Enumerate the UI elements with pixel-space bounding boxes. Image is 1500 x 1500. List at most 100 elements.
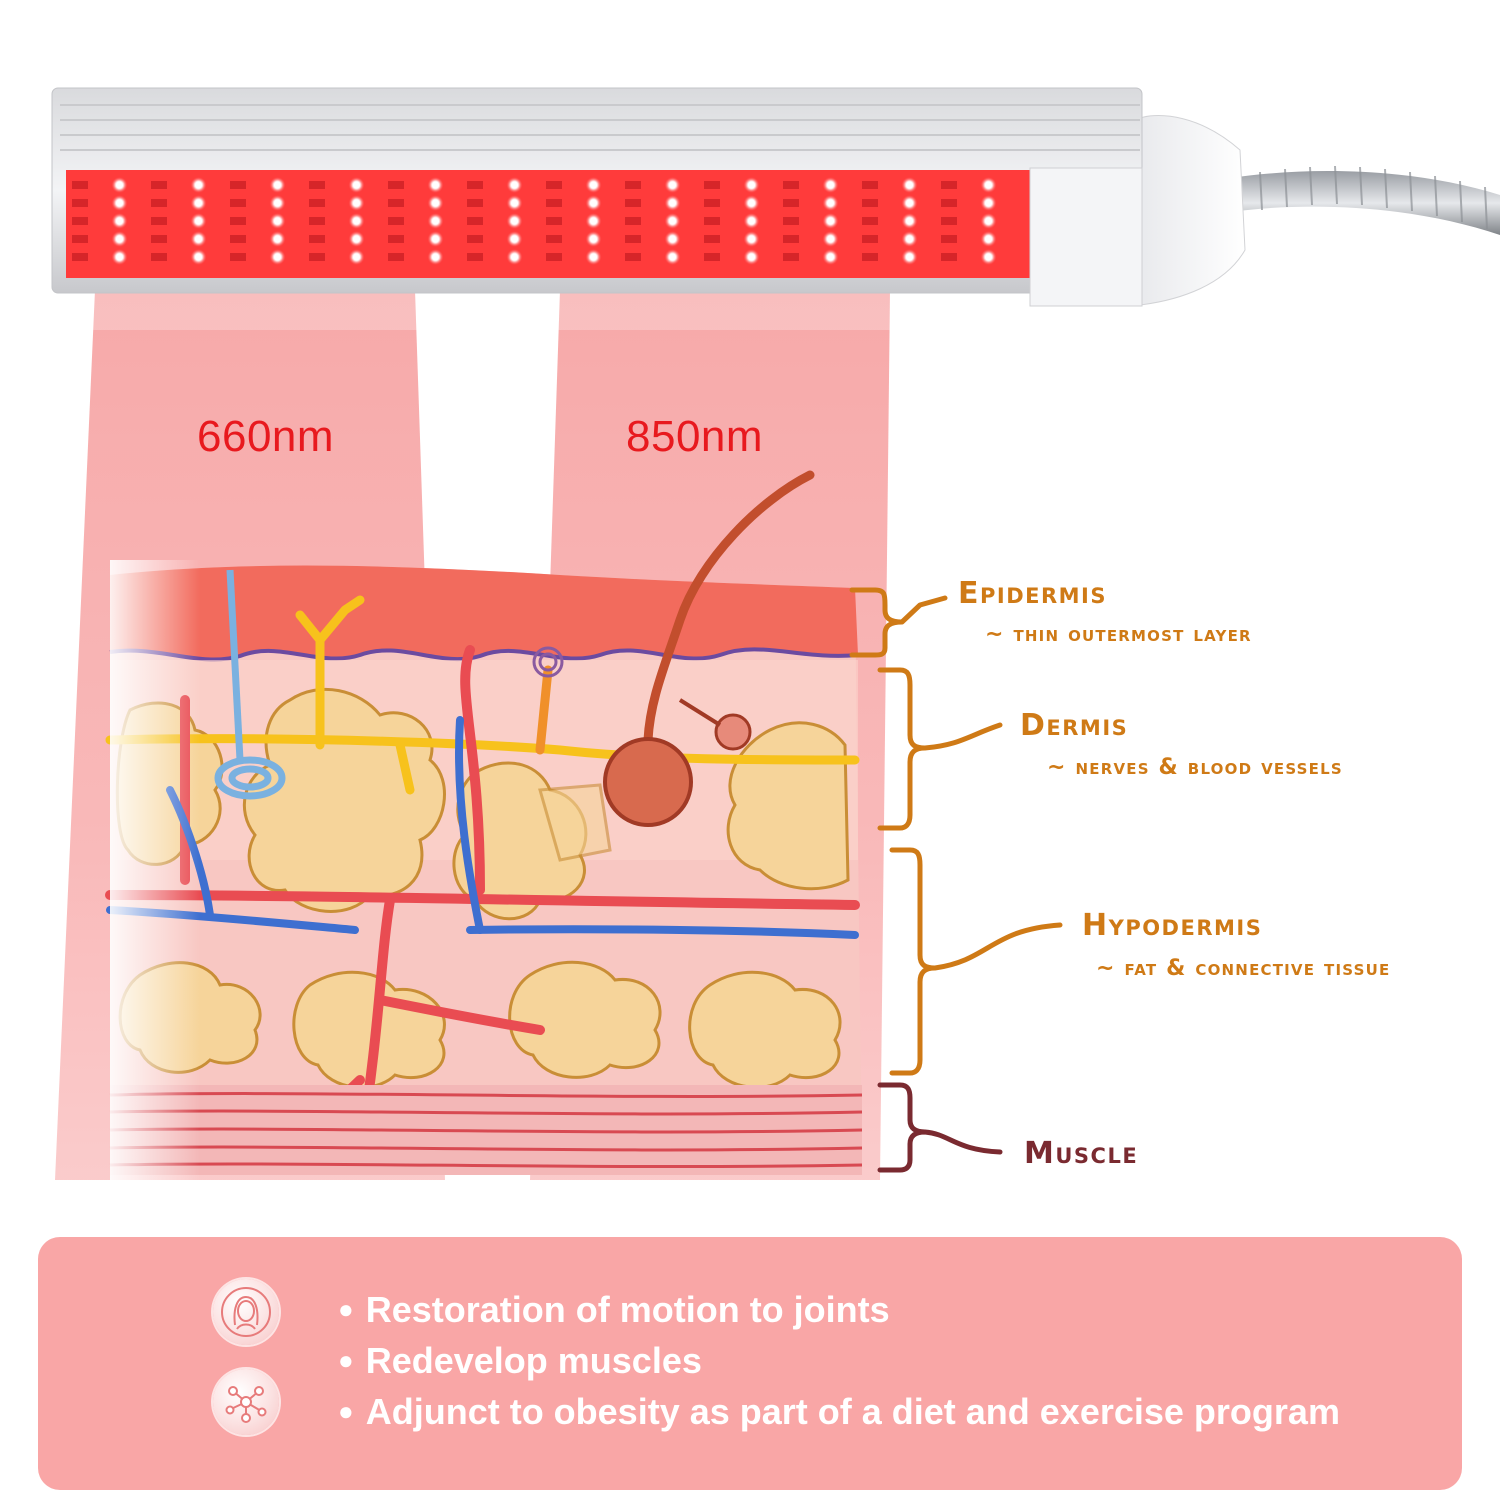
led-850nm	[195, 199, 202, 207]
led-850nm	[985, 199, 992, 207]
led-660nm	[704, 181, 720, 189]
led-850nm	[274, 253, 281, 261]
led-660nm	[309, 253, 325, 261]
led-850nm	[590, 253, 597, 261]
red-light-lamp	[51, 87, 1500, 307]
led-660nm	[309, 181, 325, 189]
epidermis-description: ~ thin outermost layer	[985, 622, 1252, 647]
wavelength-label-660: 660nm	[197, 412, 335, 461]
led-660nm	[625, 253, 641, 261]
led-850nm	[432, 217, 439, 225]
benefit-item: ●Redevelop muscles	[338, 1340, 702, 1381]
led-850nm	[511, 253, 518, 261]
led-850nm	[274, 199, 281, 207]
led-850nm	[274, 235, 281, 243]
hypodermis-description: ~ fat & connective tissue	[1096, 956, 1391, 981]
led-660nm	[388, 217, 404, 225]
led-660nm	[625, 235, 641, 243]
led-850nm	[669, 235, 676, 243]
led-660nm	[151, 217, 167, 225]
led-660nm	[625, 217, 641, 225]
led-660nm	[783, 217, 799, 225]
led-850nm	[432, 253, 439, 261]
led-660nm	[704, 199, 720, 207]
led-660nm	[72, 235, 88, 243]
led-660nm	[625, 181, 641, 189]
led-660nm	[546, 235, 562, 243]
led-850nm	[116, 217, 123, 225]
led-660nm	[546, 199, 562, 207]
led-660nm	[467, 217, 483, 225]
led-850nm	[827, 199, 834, 207]
led-850nm	[985, 181, 992, 189]
led-850nm	[274, 217, 281, 225]
layer-brackets	[849, 587, 1063, 1173]
led-850nm	[432, 235, 439, 243]
led-660nm	[230, 235, 246, 243]
led-850nm	[985, 235, 992, 243]
led-660nm	[151, 235, 167, 243]
led-array	[72, 177, 997, 265]
led-850nm	[432, 181, 439, 189]
led-850nm	[985, 217, 992, 225]
led-660nm	[230, 181, 246, 189]
led-660nm	[783, 235, 799, 243]
muscle-title: Muscle	[1024, 1136, 1139, 1171]
led-850nm	[748, 253, 755, 261]
led-660nm	[783, 253, 799, 261]
led-660nm	[467, 199, 483, 207]
led-660nm	[704, 235, 720, 243]
led-660nm	[151, 199, 167, 207]
dermis-title: Dermis	[1020, 708, 1129, 743]
led-850nm	[511, 181, 518, 189]
led-850nm	[906, 217, 913, 225]
led-850nm	[985, 253, 992, 261]
led-660nm	[941, 235, 957, 243]
gooseneck-hose	[1230, 171, 1500, 235]
led-850nm	[195, 235, 202, 243]
led-660nm	[546, 217, 562, 225]
led-850nm	[116, 181, 123, 189]
led-850nm	[906, 199, 913, 207]
led-660nm	[941, 253, 957, 261]
led-850nm	[669, 217, 676, 225]
led-850nm	[827, 181, 834, 189]
led-660nm	[862, 217, 878, 225]
led-660nm	[546, 253, 562, 261]
led-660nm	[704, 253, 720, 261]
benefit-item: ●Adjunct to obesity as part of a diet an…	[338, 1391, 1340, 1432]
led-660nm	[230, 199, 246, 207]
led-850nm	[748, 217, 755, 225]
led-660nm	[72, 217, 88, 225]
led-850nm	[906, 235, 913, 243]
led-850nm	[669, 199, 676, 207]
led-850nm	[748, 199, 755, 207]
led-850nm	[827, 235, 834, 243]
led-660nm	[941, 199, 957, 207]
led-850nm	[116, 235, 123, 243]
led-660nm	[388, 235, 404, 243]
led-660nm	[230, 253, 246, 261]
led-850nm	[511, 217, 518, 225]
led-850nm	[195, 253, 202, 261]
led-660nm	[783, 199, 799, 207]
led-660nm	[309, 199, 325, 207]
led-660nm	[388, 199, 404, 207]
led-850nm	[590, 235, 597, 243]
led-660nm	[704, 217, 720, 225]
epidermis-title: Epidermis	[958, 576, 1107, 611]
led-660nm	[862, 253, 878, 261]
led-660nm	[151, 253, 167, 261]
led-850nm	[827, 217, 834, 225]
led-850nm	[748, 235, 755, 243]
lamp-joint	[1139, 115, 1246, 306]
led-850nm	[748, 181, 755, 189]
led-660nm	[72, 199, 88, 207]
led-660nm	[72, 181, 88, 189]
led-850nm	[195, 181, 202, 189]
led-660nm	[151, 181, 167, 189]
led-850nm	[906, 253, 913, 261]
led-850nm	[590, 199, 597, 207]
led-660nm	[941, 217, 957, 225]
